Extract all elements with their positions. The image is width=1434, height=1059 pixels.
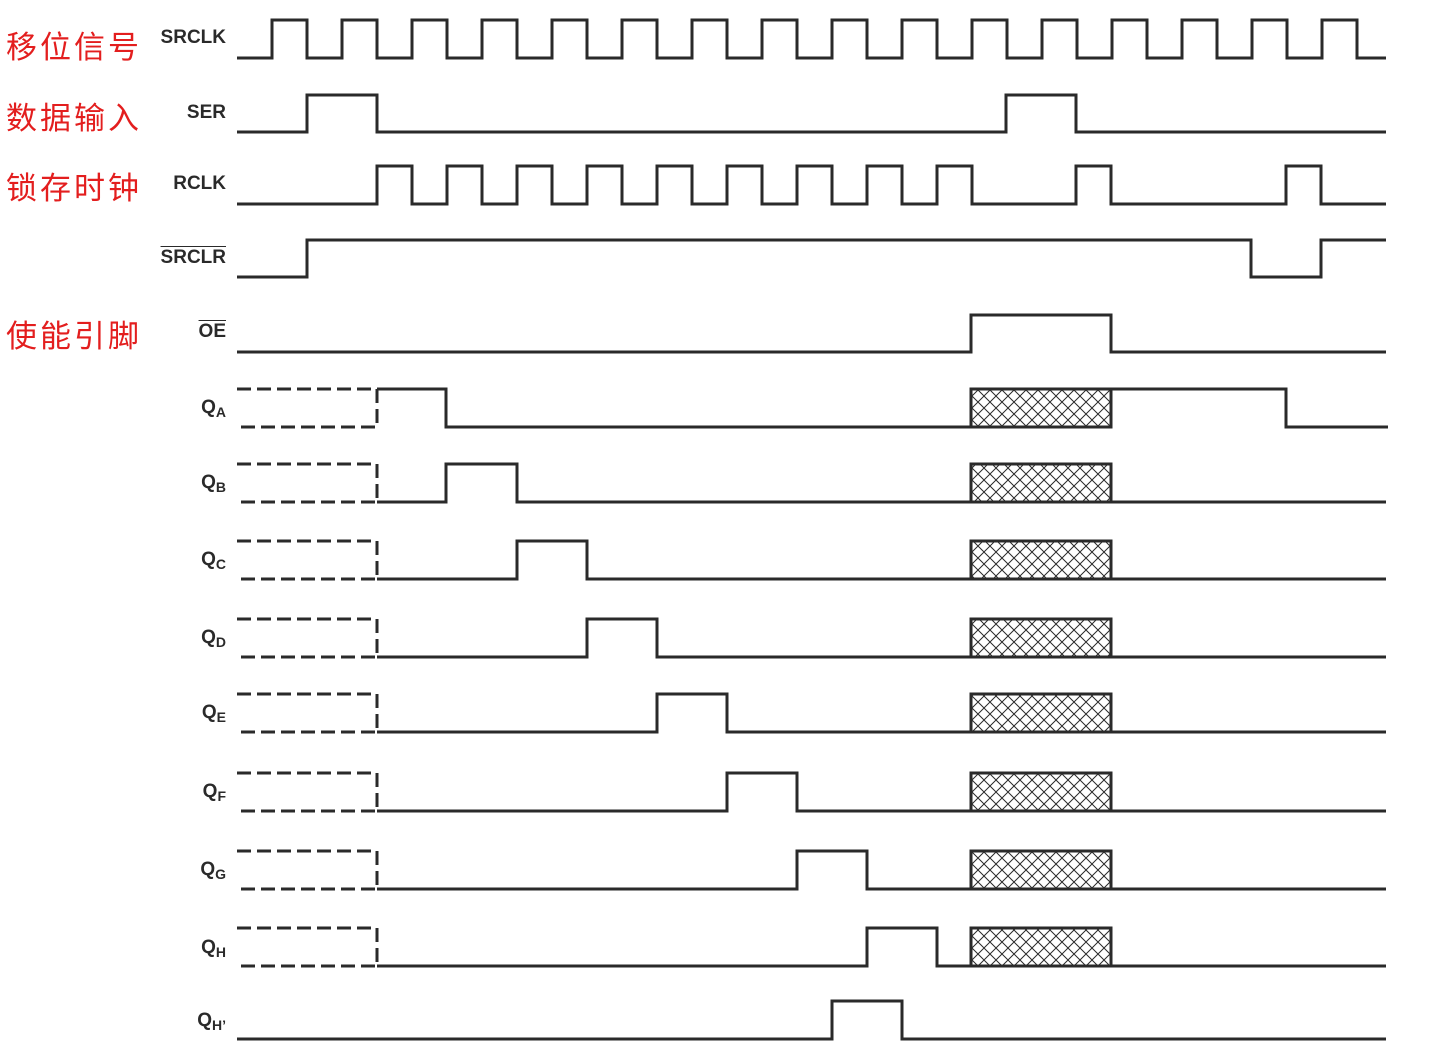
signal-label-qc: QC	[201, 549, 226, 572]
signal-label-qe: QE	[201, 702, 226, 725]
label-data-input-cn: 数据输入	[6, 101, 142, 137]
waveform-qh-prime	[237, 999, 1386, 1041]
hi-z-region-qb	[969, 462, 1113, 504]
signal-label-qd: QD	[201, 627, 226, 650]
label-shift-clock-cn: 移位信号	[6, 30, 142, 66]
waveform-qf-unknown	[237, 771, 379, 813]
hi-z-region-qc	[969, 539, 1113, 581]
waveform-qc	[377, 539, 971, 581]
waveform-qc-unknown	[237, 539, 379, 581]
hi-z-region-qh	[969, 926, 1113, 968]
waveform-qg	[377, 849, 971, 891]
signal-label-rclk: RCLK	[173, 173, 226, 194]
signal-label-qb: QB	[201, 472, 226, 495]
waveform-qa-unknown	[237, 387, 379, 429]
signal-label-srclk: SRCLK	[160, 27, 226, 48]
signal-label-ser: SER	[186, 102, 226, 123]
signal-label-oe: OE	[198, 321, 226, 342]
waveform-qd-unknown	[237, 617, 379, 659]
waveform-qd	[377, 617, 971, 659]
waveform-qb-unknown	[237, 462, 379, 504]
signal-label-qh: QH	[201, 937, 226, 960]
signal-label-qa: QA	[201, 397, 226, 420]
waveform-qb	[377, 462, 971, 504]
waveform-oe	[237, 313, 1386, 354]
waveform-ser	[237, 93, 1386, 134]
waveform-qe	[377, 692, 971, 734]
waveform-qf	[377, 771, 971, 813]
waveform-srclr	[237, 238, 1386, 279]
hi-z-region-qe	[969, 692, 1113, 734]
hi-z-region-qa	[969, 387, 1113, 429]
waveform-rclk	[237, 164, 1386, 206]
waveform-qh-unknown	[237, 926, 379, 968]
signal-label-qh-prime: QH’	[197, 1010, 226, 1033]
label-latch-clock-cn: 锁存时钟	[6, 171, 142, 207]
waveform-qa	[377, 387, 971, 429]
hi-z-region-qd	[969, 617, 1113, 659]
hi-z-region-qg	[969, 849, 1113, 891]
waveform-qa-after-oe	[1111, 387, 1388, 429]
waveform-qe-unknown	[237, 692, 379, 734]
hi-z-region-qf	[969, 771, 1113, 813]
waveform-qh	[377, 926, 971, 968]
waveform-qg-unknown	[237, 849, 379, 891]
signal-label-qf: QF	[202, 781, 226, 804]
signal-label-qg: QG	[200, 859, 226, 882]
label-enable-pin-cn: 使能引脚	[6, 319, 142, 355]
signal-label-srclr: SRCLR	[160, 247, 226, 268]
waveform-srclk	[237, 18, 1386, 60]
